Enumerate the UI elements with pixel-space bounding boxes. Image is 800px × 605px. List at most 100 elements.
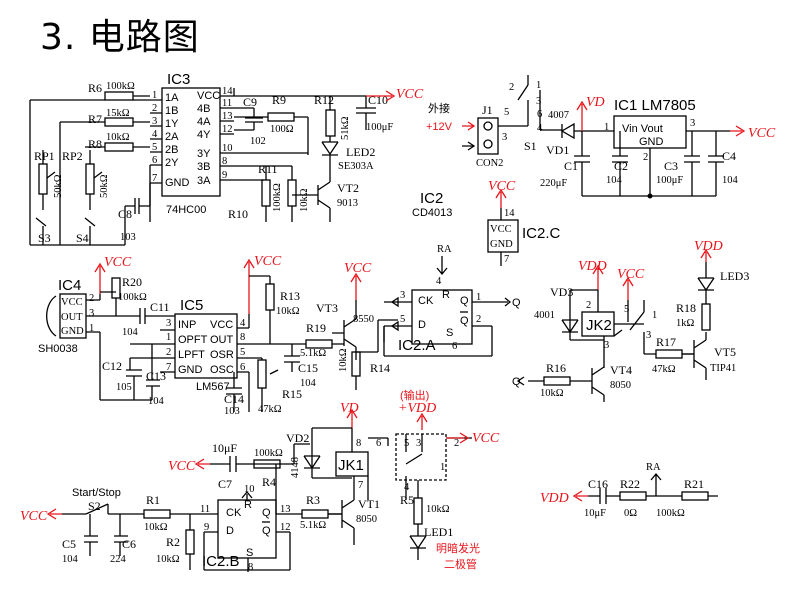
vd-rail-2: VD (340, 401, 359, 416)
ic4-vcc: VCC (61, 297, 83, 308)
svg-text:3: 3 (690, 118, 695, 129)
vcc-rail-2: VCC (748, 126, 776, 141)
s1-label: S1 (524, 139, 537, 153)
lm7805-pins-b: GND (639, 136, 664, 148)
c1-value: 220μF (540, 178, 567, 189)
r4-value: 100kΩ (254, 448, 283, 459)
ic5-gnd: GND (178, 364, 203, 376)
svg-text:R: R (442, 289, 450, 301)
r1-label: R1 (146, 493, 160, 507)
r21-label: R21 (684, 477, 704, 491)
svg-text:13: 13 (222, 111, 233, 122)
ic5-part: LM567 (196, 381, 230, 393)
r5-label: R5 (400, 493, 414, 507)
r15-value: 47kΩ (258, 404, 282, 415)
r21-value: 100kΩ (656, 508, 685, 519)
r12-label: R12 (314, 93, 334, 107)
svg-text:13: 13 (280, 504, 291, 515)
vt2-label: VT2 (337, 181, 359, 195)
svg-text:4: 4 (436, 276, 442, 287)
c9-value: 102 (250, 136, 266, 147)
svg-text:8: 8 (222, 156, 227, 167)
vcc-rail-7: VCC (617, 267, 645, 282)
ic5-lpft: LPFT (178, 349, 205, 361)
svg-text:12: 12 (222, 124, 233, 135)
vcc-rail-10: VCC (20, 509, 48, 524)
vt4-label: VT4 (610, 363, 632, 377)
svg-text:Q: Q (262, 525, 271, 537)
ic4-part: SH0038 (38, 343, 78, 355)
ic1-label: IC1 LM7805 (614, 97, 696, 114)
vd-rail-1: VD (586, 95, 605, 110)
vcc-rail-1: VCC (396, 87, 424, 102)
c4-value: 104 (722, 175, 739, 186)
ic3-pin-left: 1Y (165, 118, 179, 130)
svg-text:3: 3 (89, 308, 94, 319)
jk1-label: JK1 (338, 457, 364, 474)
ic4-out: OUT (61, 312, 83, 323)
r1-value: 10kΩ (144, 522, 168, 533)
svg-text:Q: Q (262, 507, 271, 519)
s2-label: S2 (88, 499, 101, 513)
c10-label: C10 (368, 93, 388, 107)
external-label: 外接 (428, 102, 450, 115)
svg-text:3: 3 (604, 340, 609, 351)
c9-label: C9 (243, 95, 257, 109)
r22-label: R22 (620, 477, 640, 491)
rp1-label: RP1 (34, 149, 55, 163)
ra-network: VDD C16 10μF R22 0Ω R21 100kΩ RA (540, 462, 718, 519)
svg-text:D: D (226, 525, 234, 537)
ic3-pin-right: 4A (197, 116, 211, 128)
vcc-rail-3: VCC (488, 179, 516, 194)
lm7805-pins-a: Vin Vout (622, 123, 663, 135)
r7-value: 15kΩ (106, 108, 130, 119)
c7-label: C7 (218, 477, 232, 491)
r19-label: R19 (306, 321, 326, 335)
c5-value: 104 (62, 554, 79, 565)
svg-text:6: 6 (152, 155, 157, 166)
vt5-label: VT5 (714, 345, 736, 359)
svg-text:5: 5 (400, 314, 405, 325)
r4-label: R4 (262, 475, 276, 489)
svg-text:7: 7 (358, 480, 363, 491)
svg-text:1: 1 (476, 292, 481, 303)
ic2c-gnd: GND (490, 239, 513, 250)
led2-value: SE303A (338, 161, 374, 172)
c1-label: C1 (564, 159, 578, 173)
ic3-pin-left: 1A (165, 92, 179, 104)
svg-text:5: 5 (240, 347, 245, 358)
svg-text:11: 11 (200, 504, 210, 515)
led3-label: LED3 (720, 269, 749, 283)
svg-text:3: 3 (646, 330, 651, 341)
svg-text:1: 1 (652, 310, 657, 321)
svg-text:1: 1 (152, 90, 157, 101)
svg-text:1: 1 (166, 332, 171, 343)
ic2-part: CD4013 (412, 207, 452, 219)
svg-text:CK: CK (418, 295, 434, 307)
c10-value: 100μF (366, 122, 393, 133)
ic2-label: IC2 (420, 190, 443, 207)
c8-label: C8 (118, 207, 132, 221)
ic5-osr: OSR (210, 349, 234, 361)
svg-text:1: 1 (440, 462, 445, 473)
r9-label: R9 (272, 93, 286, 107)
c12-value: 105 (116, 382, 132, 393)
svg-text:2: 2 (166, 347, 171, 358)
ic2c-label: IC2.C (522, 225, 561, 242)
svg-text:6: 6 (376, 438, 381, 449)
svg-text:6: 6 (240, 362, 245, 373)
vd2-label: VD2 (286, 431, 309, 445)
rp2-value: 50kΩ (99, 174, 110, 198)
svg-text:2: 2 (586, 300, 591, 311)
svg-text:3: 3 (152, 116, 157, 127)
svg-text:5: 5 (624, 304, 629, 315)
vcc-rail-6: VCC (344, 261, 372, 276)
svg-text:3: 3 (536, 96, 541, 107)
ic3-pin-left: 1B (165, 105, 178, 117)
ic4-gnd: GND (61, 326, 84, 337)
page-title: 3. 电路图 (40, 17, 200, 58)
rp1-value: 50kΩ (53, 174, 64, 198)
